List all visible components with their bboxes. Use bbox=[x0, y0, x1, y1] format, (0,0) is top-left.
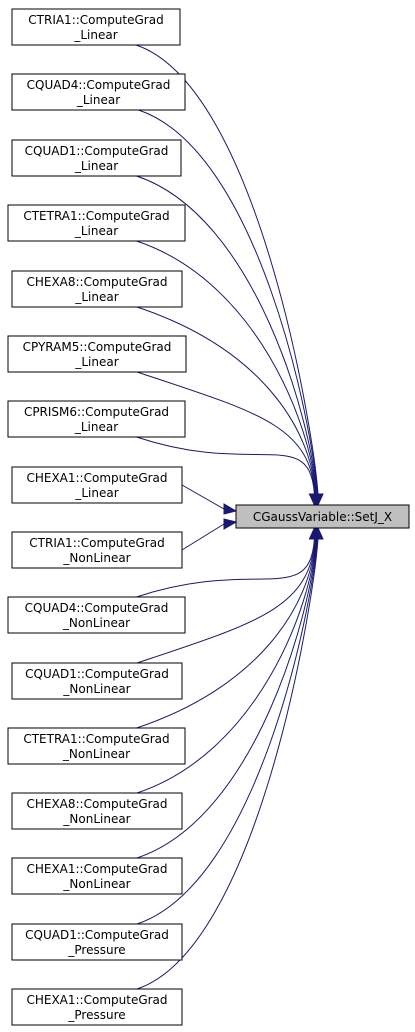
caller-node[interactable]: CQUAD1::ComputeGrad_Linear bbox=[11, 139, 182, 177]
caller-node-box bbox=[7, 727, 186, 765]
caller-node-label: _Linear bbox=[74, 290, 118, 304]
caller-node-label: CHEXA1::ComputeGrad bbox=[26, 471, 167, 485]
caller-node-box bbox=[7, 400, 186, 438]
caller-node-label: CHEXA8::ComputeGrad bbox=[26, 797, 167, 811]
call-edge bbox=[136, 538, 318, 925]
call-edge bbox=[136, 175, 318, 495]
call-edge bbox=[136, 538, 315, 598]
caller-node-label: _Pressure bbox=[67, 943, 125, 957]
caller-node-label: CHEXA8::ComputeGrad bbox=[26, 275, 167, 289]
target-node-box bbox=[235, 504, 410, 529]
caller-nodes: CTRIA1::ComputeGrad_LinearCQUAD4::Comput… bbox=[7, 8, 187, 1026]
caller-node[interactable]: CQUAD4::ComputeGrad_NonLinear bbox=[7, 596, 186, 634]
edge-arrowhead bbox=[308, 493, 321, 507]
caller-node-box bbox=[11, 73, 186, 111]
caller-node-label: CTETRA1::ComputeGrad bbox=[23, 209, 169, 223]
caller-node[interactable]: CHEXA1::ComputeGrad_Pressure bbox=[11, 988, 183, 1026]
caller-node-box bbox=[7, 596, 186, 634]
caller-node[interactable]: CHEXA8::ComputeGrad_Linear bbox=[11, 270, 183, 308]
caller-node-label: _Linear bbox=[73, 28, 117, 42]
caller-node-label: CQUAD4::ComputeGrad bbox=[27, 78, 171, 92]
caller-node-label: _Linear bbox=[74, 159, 118, 173]
caller-node-label: CHEXA1::ComputeGrad bbox=[26, 993, 167, 1007]
caller-node-box bbox=[7, 335, 187, 373]
caller-node-box bbox=[11, 8, 181, 46]
caller-node-label: CTETRA1::ComputeGrad bbox=[23, 732, 169, 746]
caller-node-box bbox=[11, 531, 183, 569]
edge-arrowhead bbox=[312, 526, 324, 540]
caller-node-label: _NonLinear bbox=[62, 682, 130, 696]
caller-node-label: _NonLinear bbox=[62, 877, 130, 891]
call-edge bbox=[136, 538, 317, 729]
caller-node-label: CQUAD4::ComputeGrad bbox=[25, 601, 169, 615]
caller-node-label: _Linear bbox=[74, 224, 118, 238]
caller-node[interactable]: CQUAD4::ComputeGrad_Linear bbox=[11, 73, 186, 111]
call-edge bbox=[181, 523, 225, 551]
caller-node-label: CPYRAM5::ComputeGrad bbox=[23, 340, 172, 354]
caller-node-label: CPRISM6::ComputeGrad bbox=[24, 405, 169, 419]
caller-node-label: _NonLinear bbox=[62, 747, 130, 761]
call-edges bbox=[135, 44, 324, 990]
caller-node-label: CQUAD1::ComputeGrad bbox=[25, 144, 169, 158]
caller-node[interactable]: CQUAD1::ComputeGrad_NonLinear bbox=[11, 662, 183, 700]
caller-node-box bbox=[11, 270, 183, 308]
call-edge bbox=[136, 538, 319, 990]
caller-node[interactable]: CTRIA1::ComputeGrad_NonLinear bbox=[11, 531, 183, 569]
call-edge bbox=[136, 371, 316, 495]
caller-node-label: CQUAD1::ComputeGrad bbox=[25, 928, 169, 942]
caller-node-box bbox=[11, 662, 183, 700]
caller-node-label: CQUAD1::ComputeGrad bbox=[25, 667, 169, 681]
caller-node[interactable]: CHEXA1::ComputeGrad_Linear bbox=[11, 466, 183, 504]
caller-node[interactable]: CHEXA8::ComputeGrad_NonLinear bbox=[11, 792, 183, 830]
caller-node-box bbox=[11, 857, 183, 895]
caller-node[interactable]: CTRIA1::ComputeGrad_Linear bbox=[11, 8, 181, 46]
caller-node-label: _Linear bbox=[74, 486, 118, 500]
caller-node-label: CTRIA1::ComputeGrad bbox=[29, 536, 164, 550]
call-edge bbox=[138, 109, 318, 495]
caller-node[interactable]: CHEXA1::ComputeGrad_NonLinear bbox=[11, 857, 183, 895]
caller-node-label: CTRIA1::ComputeGrad bbox=[28, 13, 163, 27]
caller-node-box bbox=[11, 988, 183, 1026]
call-edge bbox=[136, 538, 318, 859]
caller-node-label: _Linear bbox=[76, 93, 120, 107]
target-node-label: CGaussVariable::SetJ_X bbox=[253, 510, 392, 524]
caller-node-box bbox=[11, 466, 183, 504]
caller-node-box bbox=[7, 204, 186, 242]
caller-node-label: _Linear bbox=[74, 420, 118, 434]
caller-node-label: _NonLinear bbox=[62, 812, 130, 826]
edge-arrowhead bbox=[223, 518, 238, 530]
call-edge bbox=[181, 484, 225, 510]
caller-node[interactable]: CPYRAM5::ComputeGrad_Linear bbox=[7, 335, 187, 373]
call-edge bbox=[136, 538, 317, 794]
caller-node-box bbox=[11, 923, 183, 961]
caller-node[interactable]: CQUAD1::ComputeGrad_Pressure bbox=[11, 923, 183, 961]
caller-node[interactable]: CTETRA1::ComputeGrad_Linear bbox=[7, 204, 186, 242]
caller-node[interactable]: CPRISM6::ComputeGrad_Linear bbox=[7, 400, 186, 438]
caller-node-box bbox=[11, 792, 183, 830]
call-edge bbox=[136, 240, 317, 495]
call-edge bbox=[136, 436, 315, 495]
caller-node-label: CHEXA1::ComputeGrad bbox=[26, 862, 167, 876]
caller-node-label: _NonLinear bbox=[62, 616, 130, 630]
caller-node-label: _Pressure bbox=[67, 1008, 125, 1022]
call-edge bbox=[136, 538, 316, 664]
edge-arrowhead bbox=[223, 503, 238, 515]
caller-node-label: _Linear bbox=[74, 355, 118, 369]
caller-node-box bbox=[11, 139, 182, 177]
call-edge bbox=[136, 306, 317, 495]
caller-node[interactable]: CTETRA1::ComputeGrad_NonLinear bbox=[7, 727, 186, 765]
caller-node-label: _NonLinear bbox=[62, 551, 130, 565]
target-node[interactable]: CGaussVariable::SetJ_X bbox=[235, 504, 410, 529]
